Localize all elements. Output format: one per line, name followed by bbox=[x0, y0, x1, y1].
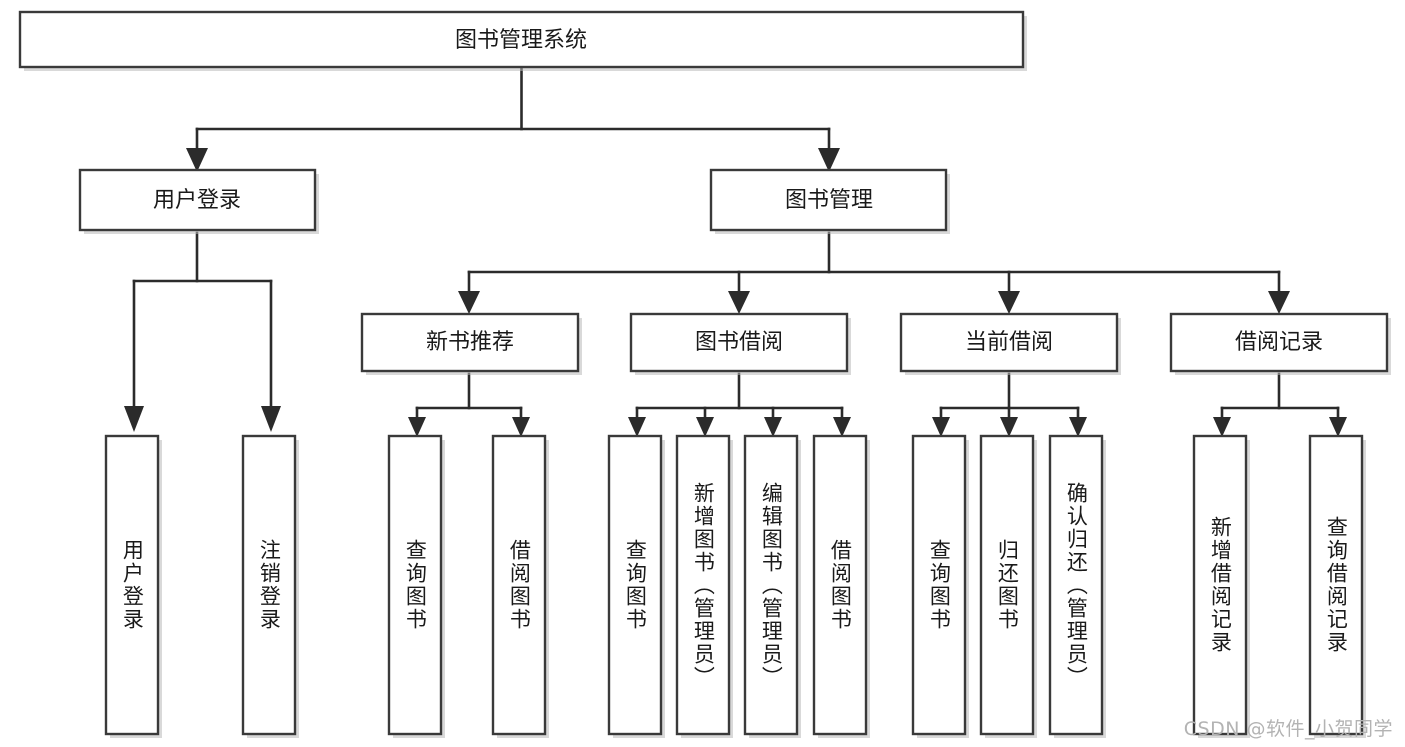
node-borrow-record[interactable]: 借阅记录 bbox=[1169, 312, 1391, 375]
node-new-book-rec-box[interactable] bbox=[360, 312, 580, 373]
node-book-borrow[interactable]: 图书借阅 bbox=[629, 312, 851, 375]
node-book-borrow-label: 图书借阅 bbox=[695, 330, 783, 355]
arrowhead-to-leaf-borrow-edit-book bbox=[764, 417, 782, 437]
node-borrow-record-box[interactable] bbox=[1169, 312, 1389, 373]
node-new-book-rec[interactable]: 新书推荐 bbox=[360, 312, 582, 375]
connectors-group bbox=[132, 66, 1340, 419]
leaf-borrow-add-book-box[interactable] bbox=[675, 434, 731, 736]
node-new-book-rec-label: 新书推荐 bbox=[426, 330, 514, 355]
watermark-text: CSDN @软件_小贺同学 bbox=[1183, 718, 1393, 740]
arrowhead-to-leaf-cur-confirm-return bbox=[1069, 417, 1087, 437]
node-user-login-label: 用户登录 bbox=[153, 188, 241, 213]
arrowhead-to-leaf-user-login bbox=[124, 406, 144, 432]
arrowhead-to-leaf-user-logout bbox=[261, 406, 281, 432]
arrowhead-to-user-login bbox=[186, 148, 208, 172]
leaf-rec-borrow-book-box[interactable] bbox=[491, 434, 547, 736]
arrowhead-to-leaf-borrow-add-book bbox=[696, 417, 714, 437]
arrowhead-to-leaf-cur-return-book bbox=[1000, 417, 1018, 437]
arrowheads-group bbox=[124, 148, 1347, 437]
node-borrow-record-label: 借阅记录 bbox=[1235, 330, 1323, 355]
leaf-cur-return-book-box[interactable] bbox=[979, 434, 1035, 736]
arrowhead-to-leaf-borrow-borrow-book bbox=[833, 417, 851, 437]
arrowhead-to-book-manage bbox=[818, 148, 840, 172]
leaf-user-login-box[interactable] bbox=[104, 434, 160, 736]
arrowhead-to-current-borrow bbox=[998, 291, 1020, 314]
node-book-manage[interactable]: 图书管理 bbox=[709, 168, 950, 234]
arrowhead-to-leaf-rec-query-record bbox=[1329, 417, 1347, 437]
arrowhead-to-leaf-borrow-query-book bbox=[628, 417, 646, 437]
leaf-rec-add-record-box[interactable] bbox=[1192, 434, 1248, 736]
node-root-box[interactable] bbox=[18, 10, 1025, 69]
leaf-borrow-query-book-box[interactable] bbox=[607, 434, 663, 736]
node-user-login[interactable]: 用户登录 bbox=[78, 168, 319, 234]
arrowhead-to-borrow-record bbox=[1268, 291, 1290, 314]
node-book-borrow-box[interactable] bbox=[629, 312, 849, 373]
leaf-user-logout-box[interactable] bbox=[241, 434, 297, 736]
node-current-borrow[interactable]: 当前借阅 bbox=[899, 312, 1121, 375]
leaf-rec-query-record-box[interactable] bbox=[1308, 434, 1364, 736]
arrowhead-to-leaf-rec-query-book bbox=[408, 417, 426, 437]
node-user-login-box[interactable] bbox=[78, 168, 317, 232]
leaf-cur-confirm-return-box[interactable] bbox=[1048, 434, 1104, 736]
leaf-cur-query-book-box[interactable] bbox=[911, 434, 967, 736]
leaf-boxes-group bbox=[104, 434, 1366, 738]
leaf-rec-query-book-box[interactable] bbox=[387, 434, 443, 736]
node-book-manage-label: 图书管理 bbox=[785, 188, 873, 213]
node-current-borrow-label: 当前借阅 bbox=[965, 330, 1053, 355]
node-current-borrow-box[interactable] bbox=[899, 312, 1119, 373]
arrowhead-to-new-book-rec bbox=[458, 291, 480, 314]
arrowhead-to-leaf-cur-query-book bbox=[932, 417, 950, 437]
arrowhead-to-book-borrow bbox=[728, 291, 750, 314]
leaf-borrow-borrow-book-box[interactable] bbox=[812, 434, 868, 736]
leaf-borrow-edit-book-box[interactable] bbox=[743, 434, 799, 736]
arrowhead-to-leaf-rec-add-record bbox=[1213, 417, 1231, 437]
arrowhead-to-leaf-rec-borrow-book bbox=[512, 417, 530, 437]
node-root[interactable]: 图书管理系统 bbox=[18, 10, 1027, 71]
node-book-manage-box[interactable] bbox=[709, 168, 948, 232]
node-root-label: 图书管理系统 bbox=[455, 28, 587, 53]
